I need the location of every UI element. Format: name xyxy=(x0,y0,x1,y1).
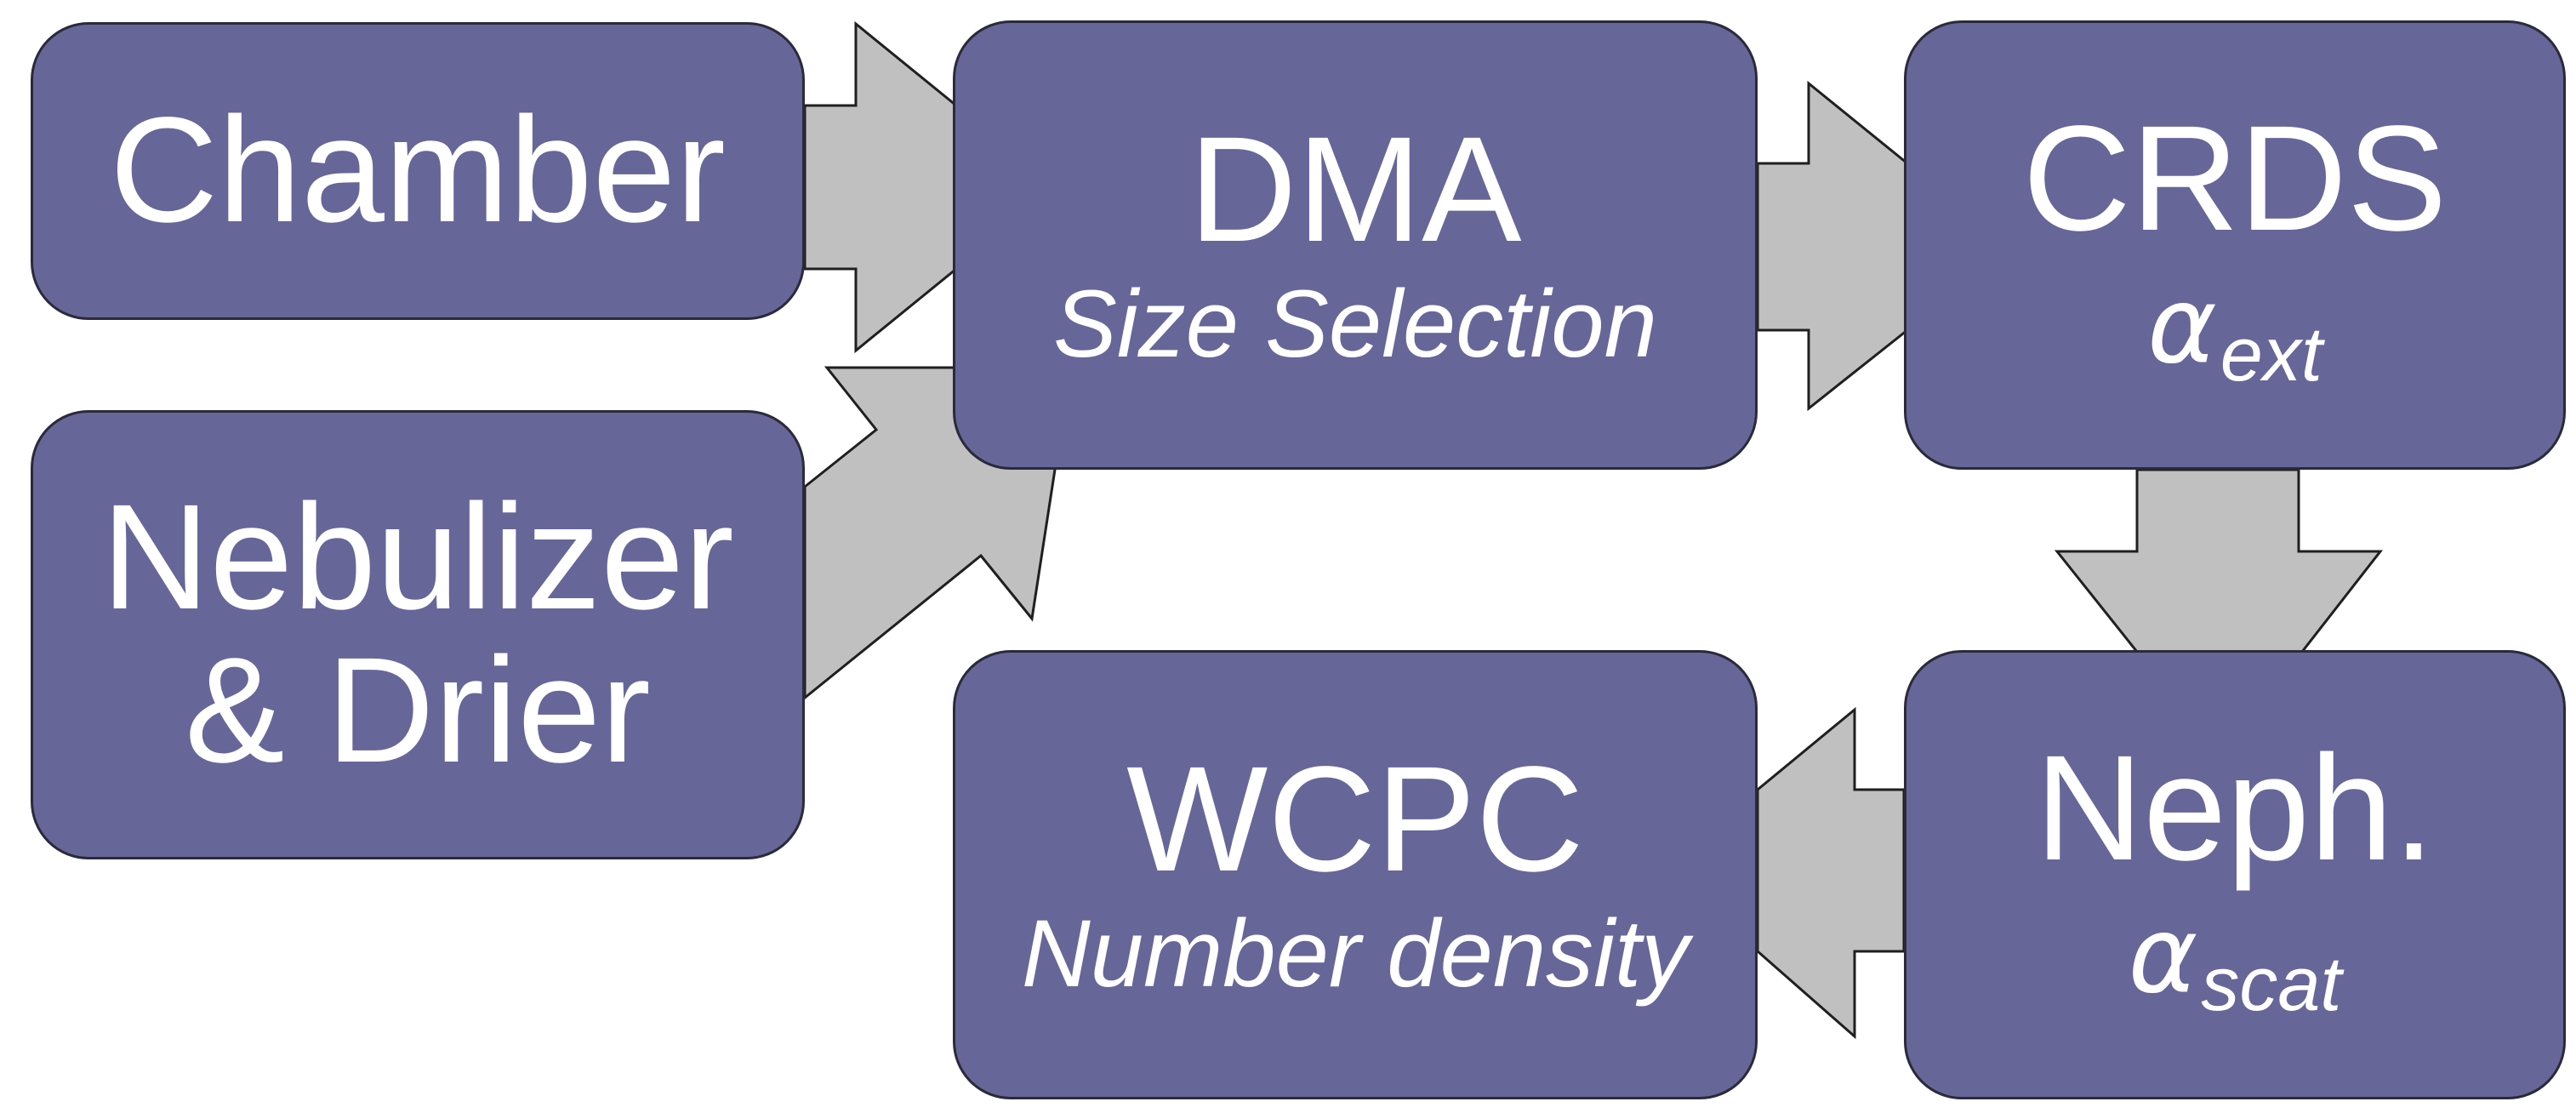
crds-symbol: αext xyxy=(2147,264,2322,397)
neph-alpha-symbol: α xyxy=(2128,893,2198,1017)
crds-title: CRDS xyxy=(2022,95,2448,263)
wcpc-title: WCPC xyxy=(1126,735,1584,903)
neph-symbol-subscript: scat xyxy=(2201,941,2342,1027)
neph-box: Neph. αscat xyxy=(1904,650,2566,1099)
neph-symbol: αscat xyxy=(2128,893,2342,1027)
neph-title: Neph. xyxy=(2035,725,2435,893)
chamber-title: Chamber xyxy=(110,87,726,254)
chamber-box: Chamber xyxy=(31,22,805,320)
nebulizer-title-line1: Nebulizer xyxy=(101,474,734,642)
arrow-chamber-to-dma xyxy=(803,20,958,354)
dma-title: DMA xyxy=(1188,106,1522,273)
crds-alpha-symbol: α xyxy=(2147,264,2217,387)
arrow-dma-to-crds xyxy=(1756,80,1909,412)
dma-box: DMA Size Selection xyxy=(953,20,1758,470)
nebulizer-title-line2: & Drier xyxy=(185,627,651,794)
wcpc-subtitle: Number density xyxy=(1021,900,1690,1007)
crds-symbol-subscript: ext xyxy=(2220,311,2322,397)
arrow-crds-to-neph xyxy=(2054,468,2384,654)
wcpc-box: WCPC Number density xyxy=(953,650,1758,1099)
dma-subtitle: Size Selection xyxy=(1053,271,1657,378)
nebulizer-drier-box: Nebulizer & Drier xyxy=(31,410,805,859)
arrow-neph-to-wcpc xyxy=(1756,706,1906,1040)
crds-box: CRDS αext xyxy=(1904,20,2566,470)
